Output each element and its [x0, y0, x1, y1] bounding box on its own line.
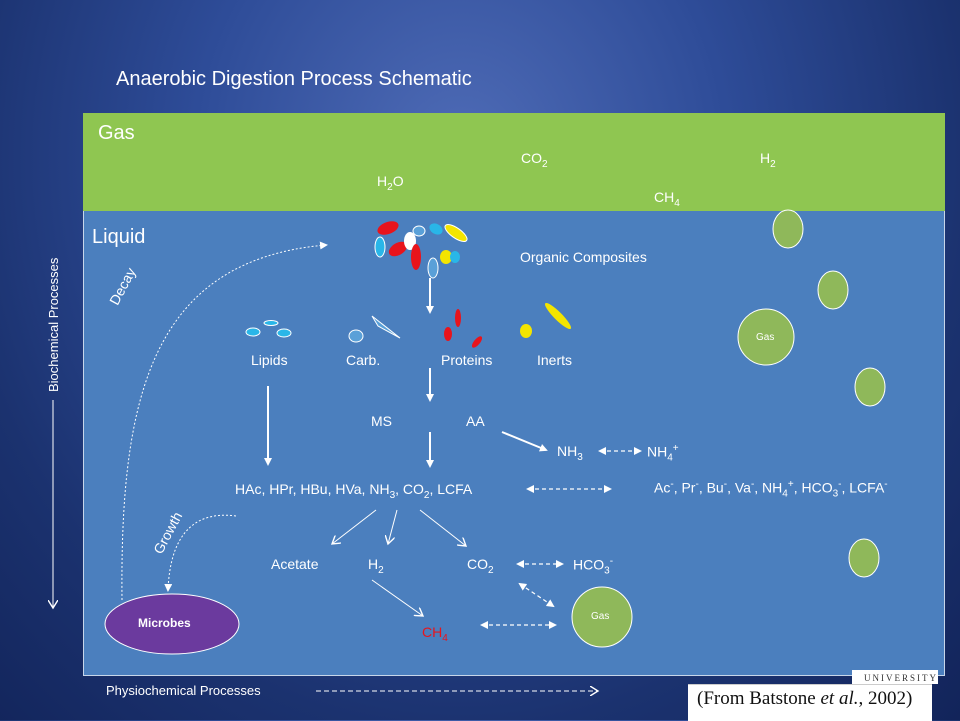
source-citation: (From Batstone et al., 2002) — [697, 688, 913, 709]
gas-bubble — [817, 270, 849, 310]
source-citation-box — [688, 684, 932, 721]
proteins-label: Proteins — [441, 352, 493, 368]
gas-h2: H2 — [760, 150, 776, 170]
particle — [411, 244, 421, 270]
gas-h2o: H2O — [377, 173, 404, 193]
arrow-vfa-to-co2 — [419, 509, 466, 546]
university-logo-text: UNIVERSITY — [864, 673, 938, 683]
gas-phase-label: Gas — [98, 122, 135, 144]
particle — [544, 302, 572, 330]
particle — [450, 251, 460, 263]
particle — [388, 241, 408, 257]
ch4-label: CH4 — [422, 624, 448, 644]
growth-curve — [164, 514, 237, 592]
biochemical-processes-label: Biochemical Processes — [46, 257, 61, 392]
acetate-label: Acetate — [271, 556, 319, 572]
lipids-particles — [245, 320, 292, 338]
particle — [404, 232, 416, 250]
equilibrium-co2-gas — [518, 582, 555, 608]
gas-bubble — [848, 538, 880, 578]
vfa-row-label: HAc, HPr, HBu, HVa, NH3, CO2, LCFA — [235, 481, 473, 501]
arrow-aa-to-nh3 — [501, 431, 548, 452]
gas-bubble-label: Gas — [591, 611, 610, 622]
particle — [427, 257, 439, 279]
co2-label: CO2 — [467, 556, 494, 576]
arrow-to-ch4 — [371, 579, 423, 616]
gas-bubble — [772, 209, 804, 249]
gas-ch4: CH4 — [654, 189, 680, 209]
particle — [412, 225, 426, 237]
nh3-label: NH3 — [557, 443, 583, 463]
liquid-phase-label: Liquid — [92, 226, 146, 248]
gas-bubble — [571, 586, 633, 648]
carb-label: Carb. — [346, 352, 381, 368]
particle — [520, 324, 532, 338]
decay-curve — [121, 241, 328, 601]
arrow-vfa-to-acetate — [332, 509, 377, 544]
h2-label: H2 — [368, 556, 384, 576]
particle — [444, 223, 468, 243]
particle — [444, 327, 452, 341]
gas-bubble — [737, 308, 795, 366]
carbohydrates-particles — [348, 315, 401, 343]
gas-phase-region — [83, 113, 945, 211]
organic-composite-particles — [374, 221, 468, 279]
proteins-particles — [444, 309, 483, 348]
particle — [455, 309, 461, 327]
physiochemical-processes-label: Physiochemical Processes — [106, 683, 261, 698]
inerts-label: Inerts — [537, 352, 573, 368]
particle — [371, 315, 401, 339]
particle — [440, 250, 452, 264]
ms-label: MS — [371, 413, 392, 429]
organic-composites-label: Organic Composites — [520, 249, 647, 265]
lipids-label: Lipids — [251, 352, 288, 368]
inerts-particles — [520, 302, 572, 338]
page-title: Anaerobic Digestion Process Schematic — [116, 68, 472, 90]
particle — [377, 221, 399, 235]
particle — [276, 328, 292, 338]
particle — [471, 336, 483, 348]
microbes-shape — [104, 593, 240, 655]
gas-bubble-label: Gas — [756, 332, 775, 343]
particle — [245, 327, 261, 337]
ionic-species-label: Ac-, Pr-, Bu-, Va-, NH4+, HCO3-, LCFA- — [654, 479, 888, 500]
particle — [429, 223, 443, 235]
microbes-label: Microbes — [138, 616, 191, 630]
arrow-vfa-to-h2 — [388, 509, 398, 544]
liquid-phase-region — [83, 211, 945, 676]
gas-co2: CO2 — [521, 150, 548, 170]
nh4-label: NH4+ — [647, 443, 679, 464]
hco3-label: HCO3- — [573, 556, 614, 577]
particle — [348, 329, 364, 343]
aa-label: AA — [466, 413, 485, 429]
particle — [374, 236, 386, 258]
particle — [263, 320, 279, 326]
university-logo — [852, 670, 938, 684]
gas-bubble — [854, 367, 886, 407]
